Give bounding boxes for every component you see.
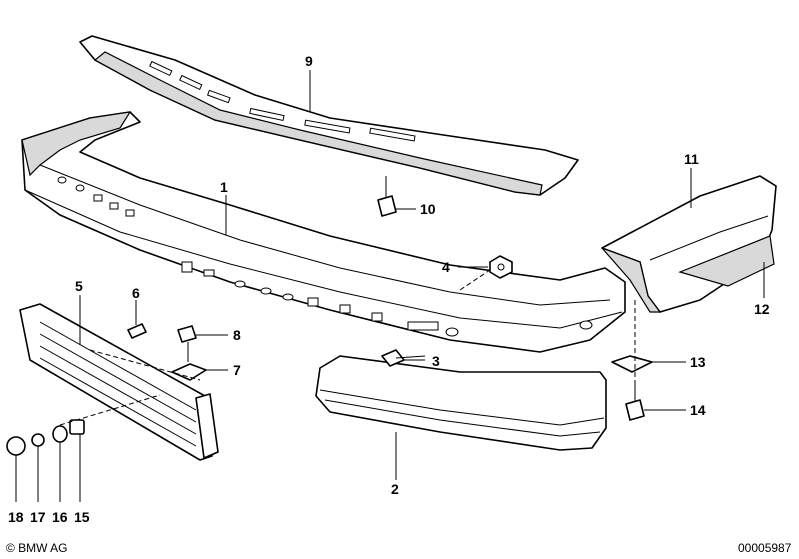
callout-3: 3 <box>432 353 440 369</box>
callout-leaders <box>15 70 765 502</box>
cap-18-part <box>6 436 26 456</box>
callout-6: 6 <box>132 285 140 301</box>
washer-17-part <box>31 433 45 447</box>
copyright-text: © BMW AG <box>6 541 68 555</box>
callout-16: 16 <box>52 509 68 525</box>
screw-3-part <box>381 349 426 367</box>
clip-15-part <box>69 419 85 435</box>
callout-13: 13 <box>690 354 706 370</box>
callout-12: 12 <box>754 301 770 317</box>
callout-8: 8 <box>233 327 241 343</box>
nut-4-part <box>489 255 513 279</box>
bolt-10-part <box>377 176 397 217</box>
callout-14: 14 <box>690 402 706 418</box>
callout-4: 4 <box>442 259 450 275</box>
bumper-body-part <box>21 111 626 353</box>
callout-10: 10 <box>420 201 436 217</box>
callout-11: 11 <box>684 151 699 167</box>
callout-17: 17 <box>30 509 46 525</box>
drawing-number: 00005987 <box>738 541 792 555</box>
bolt-8-part <box>177 325 197 362</box>
reinforcement-strip-part <box>79 35 579 196</box>
callout-5: 5 <box>75 278 83 294</box>
nut-16-part <box>52 425 68 443</box>
callout-7: 7 <box>233 362 241 378</box>
callout-2: 2 <box>391 481 399 497</box>
pin-6-part <box>127 323 147 339</box>
corner-strip-part <box>678 235 775 287</box>
callout-1: 1 <box>220 179 228 195</box>
trim-strip-part <box>315 355 607 451</box>
callout-9: 9 <box>305 53 313 69</box>
bracket-7-part <box>171 363 207 381</box>
callout-18: 18 <box>8 509 24 525</box>
grille-part <box>19 303 219 461</box>
clip-13-part <box>611 355 653 373</box>
callout-15: 15 <box>74 509 90 525</box>
